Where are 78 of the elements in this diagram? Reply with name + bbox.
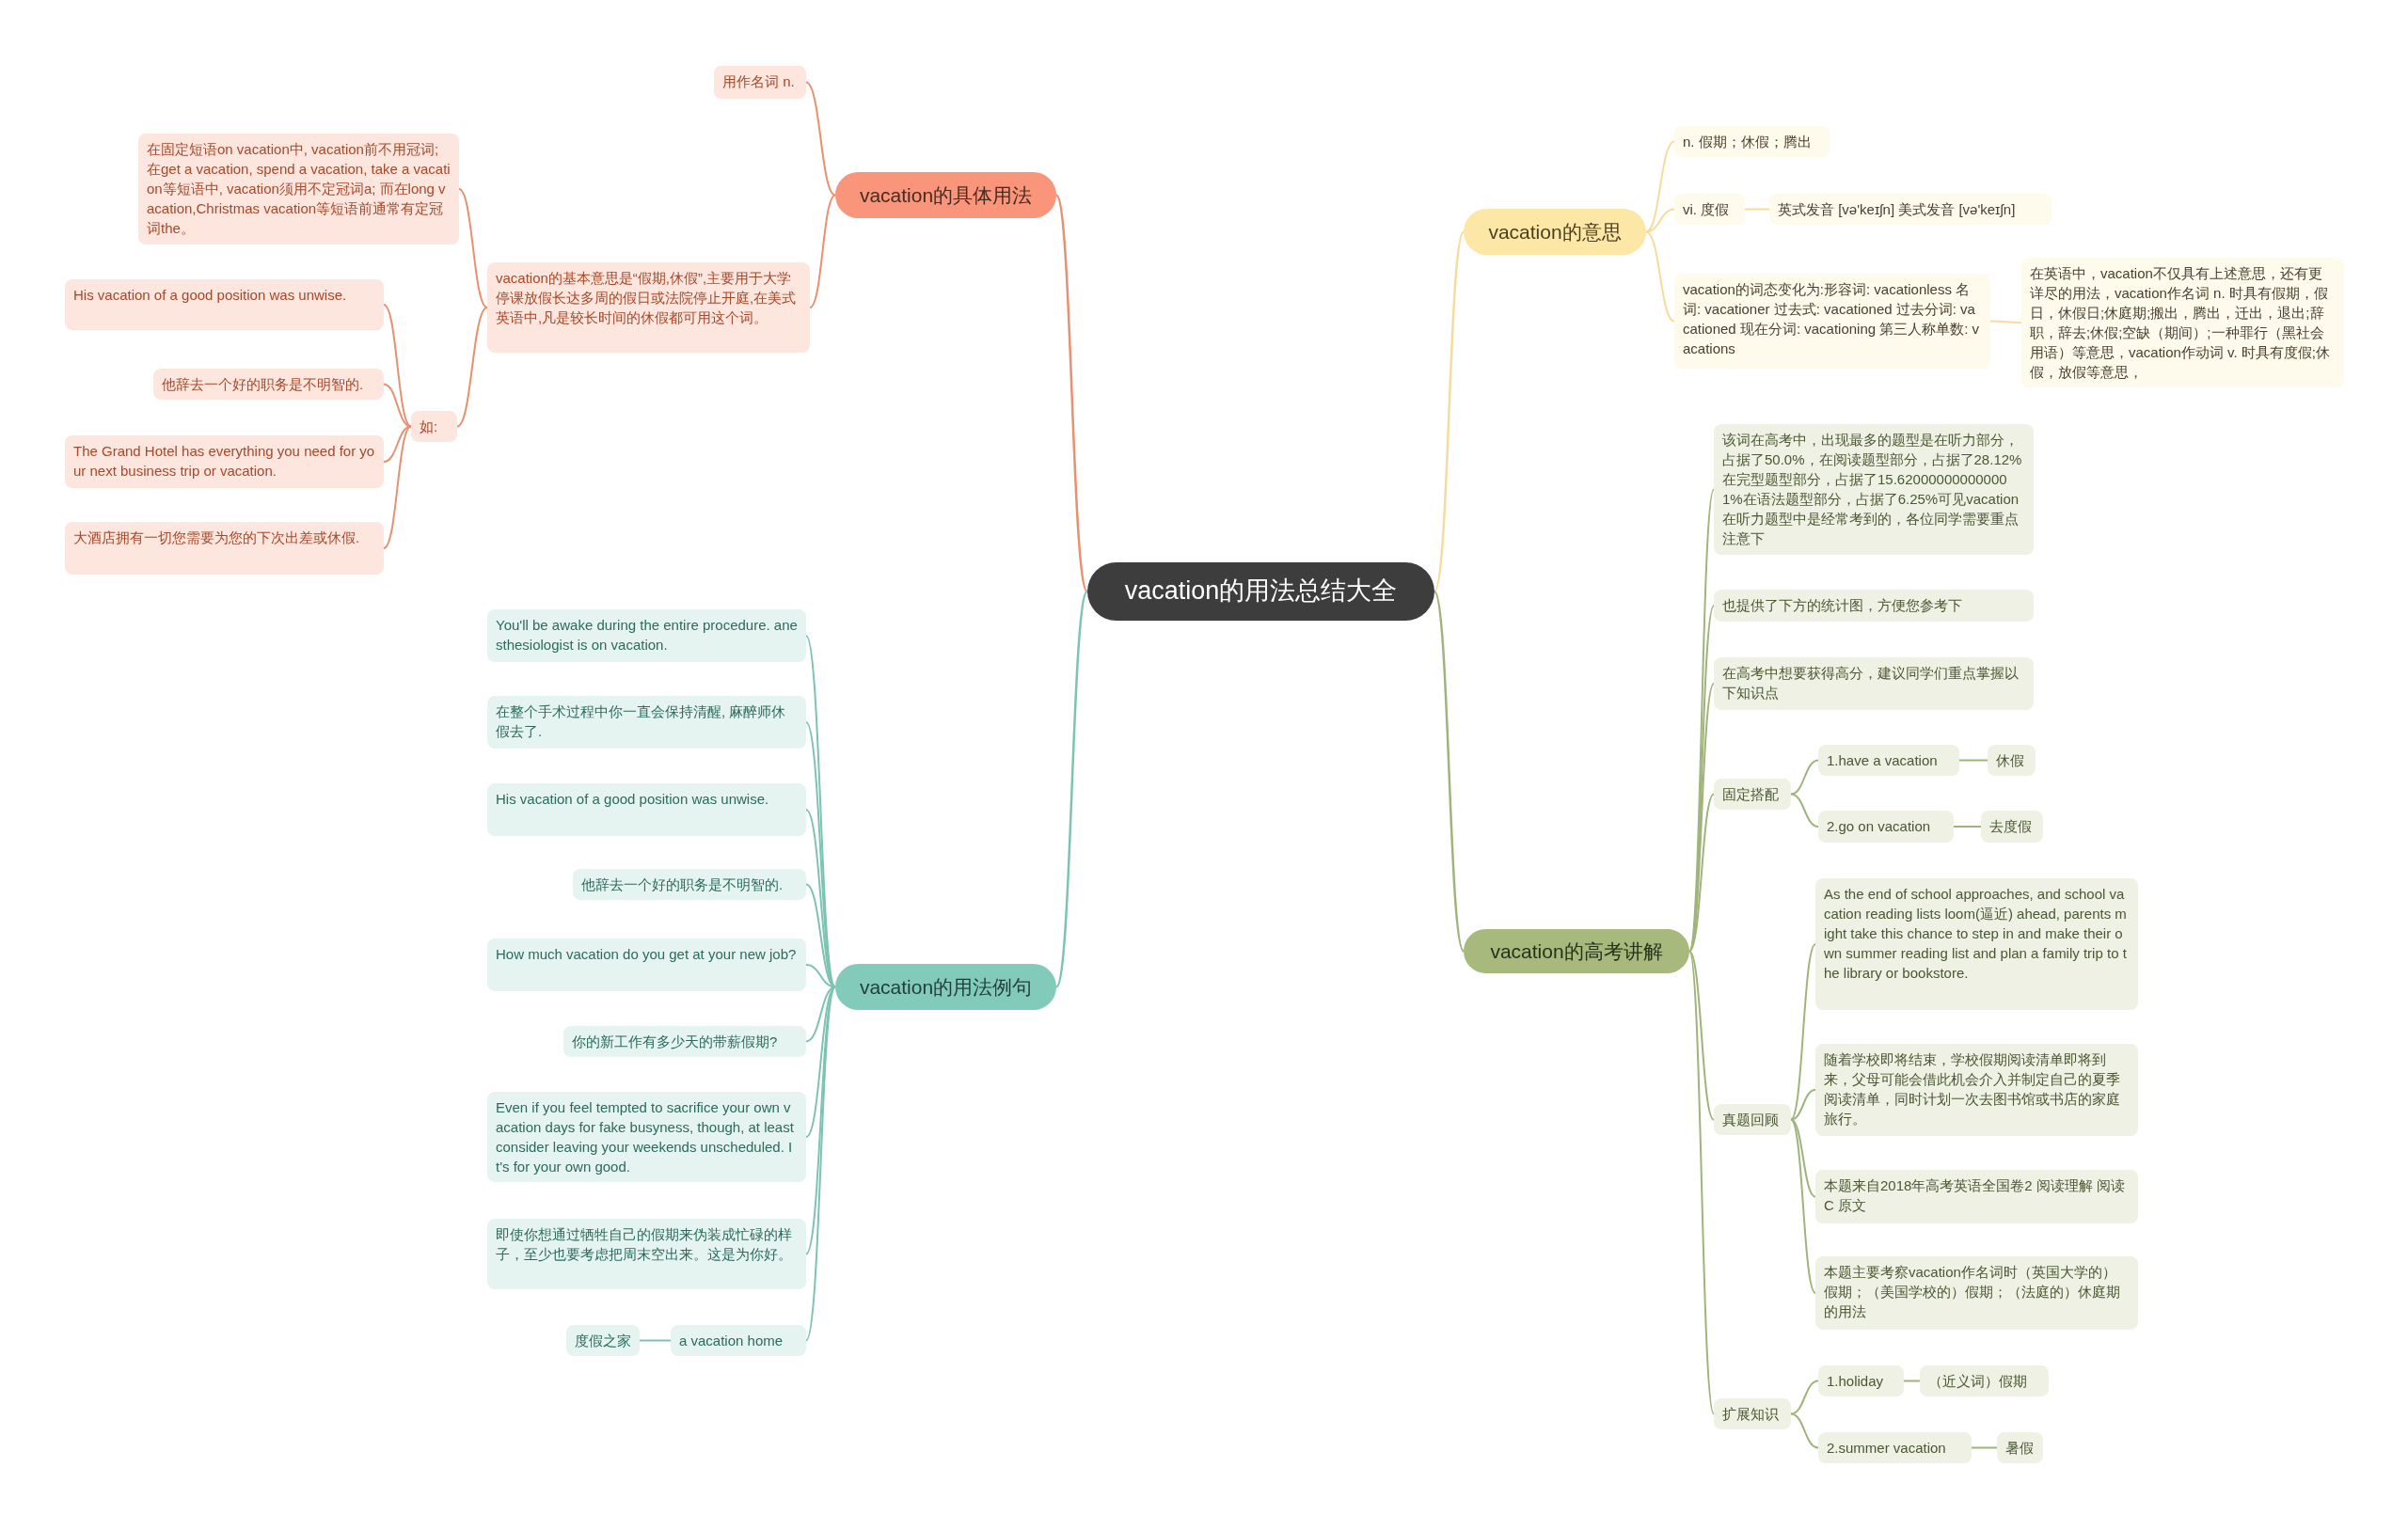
connector-line bbox=[458, 188, 488, 308]
subtopic-box: 在英语中，vacation不仅具有上述意思，还有更详尽的用法，vacation作名词 n. 时具有假期，假日，休假日;休庭期;搬出，腾出，迁出，退出;辞职，辞去;休假;空缺（期间）;一种罪行（黑社会用语）等意思，vacation作动词 v. 时具有度假;休假，放假等意思， bbox=[2021, 258, 2344, 387]
central-topic: vacation的用法总结大全 bbox=[1087, 562, 1434, 621]
connector-line bbox=[1790, 759, 1819, 796]
subtopic-box: 在固定短语on vacation中, vacation前不用冠词; 在get a vacation, spend a vacation, take a vacation等短语中, vacation须用不定冠词a; 而在long vacation,Christmas vacation等短语前通常有定冠词the。 bbox=[138, 134, 459, 244]
connector-line bbox=[1790, 1118, 1816, 1198]
connector-line bbox=[1645, 208, 1675, 233]
connector-line bbox=[639, 1339, 672, 1342]
connector-line bbox=[383, 425, 412, 549]
subtopic-box: 扩展知识 bbox=[1714, 1398, 1791, 1429]
subtopic-box: 本题主要考察vacation作名词时（英国大学的）假期；（美国学校的）假期；（法庭的）休庭期的用法 bbox=[1815, 1256, 2138, 1330]
connector-line bbox=[1433, 230, 1465, 592]
subtopic-box: 去度假 bbox=[1981, 811, 2043, 843]
connector-line bbox=[1989, 320, 2022, 323]
subtopic-box: a vacation home bbox=[671, 1325, 806, 1356]
connector-line bbox=[1054, 591, 1089, 988]
subtopic-box: 他辞去一个好的职务是不明智的. bbox=[573, 869, 806, 900]
subtopic-box: 2.go on vacation bbox=[1818, 811, 1954, 843]
subtopic-box: 在高考中想要获得高分，建议同学们重点掌握以下知识点 bbox=[1714, 657, 2034, 710]
connector-line bbox=[1971, 1446, 1998, 1449]
subtopic-box: 本题来自2018年高考英语全国卷2 阅读理解 阅读C 原文 bbox=[1815, 1170, 2138, 1223]
subtopic-box: （近义词）假期 bbox=[1920, 1365, 2049, 1396]
subtopic-box: n. 假期；休假；腾出 bbox=[1674, 126, 1830, 157]
subtopic-box: 大酒店拥有一切您需要为您的下次出差或休假. bbox=[65, 522, 384, 575]
subtopic-box: vacation的基本意思是“假期,休假”,主要用于大学停课放假长达多周的假日或法院停止开庭,在美式英语中,凡是较长时间的休假都可用这个词。 bbox=[487, 262, 810, 353]
subtopic-box: How much vacation do you get at your new job? bbox=[487, 939, 806, 991]
subtopic-box: 他辞去一个好的职务是不明智的. bbox=[153, 369, 384, 400]
subtopic-box: The Grand Hotel has everything you need for your next business trip or vacation. bbox=[65, 435, 384, 488]
connector-line bbox=[809, 194, 836, 308]
subtopic-box: 休假 bbox=[1988, 745, 2036, 776]
subtopic-box: You'll be awake during the entire procedure. anesthesiologist is on vacation. bbox=[487, 609, 806, 662]
subtopic-box: 2.summer vacation bbox=[1818, 1432, 1972, 1463]
branch-topic: vacation的意思 bbox=[1464, 209, 1646, 255]
connector-line bbox=[1688, 950, 1715, 1121]
subtopic-box: 也提供了下方的统计图，方便您参考下 bbox=[1714, 590, 2034, 622]
branch-topic: vacation的用法例句 bbox=[835, 964, 1056, 1010]
connector-line bbox=[456, 307, 488, 428]
subtopic-box: 在整个手术过程中你一直会保持清醒, 麻醉师休假去了. bbox=[487, 696, 806, 749]
subtopic-box: 你的新工作有多少天的带薪假期? bbox=[563, 1026, 806, 1057]
connector-line bbox=[383, 304, 412, 428]
subtopic-box: His vacation of a good position was unwise. bbox=[487, 783, 806, 836]
subtopic-box: Even if you feel tempted to sacrifice your own vacation days for fake busyness, though, at least consider leaving your weekends unscheduled. It's for your own good. bbox=[487, 1092, 806, 1182]
connector-line bbox=[1054, 194, 1089, 592]
subtopic-box: 1.holiday bbox=[1818, 1365, 1904, 1396]
subtopic-box: 1.have a vacation bbox=[1818, 745, 1959, 776]
connector-line bbox=[1688, 950, 1715, 1415]
subtopic-box: 英式发音 [və'keɪʃn] 美式发音 [və'keɪʃn] bbox=[1769, 194, 2052, 225]
connector-line bbox=[1953, 826, 1982, 828]
connector-line bbox=[1958, 759, 1988, 762]
branch-topic: vacation的具体用法 bbox=[835, 172, 1056, 218]
connector-line bbox=[1645, 230, 1675, 323]
subtopic-box: vacation的词态变化为:形容词: vacationless 名词: vacationer 过去式: vacationed 过去分词: vacationed 现在分词: vacationing 第三人称单数: vacations bbox=[1674, 274, 1990, 369]
connector-line bbox=[1790, 1089, 1816, 1121]
connector-line bbox=[1790, 1412, 1819, 1449]
subtopic-box: 固定搭配 bbox=[1714, 779, 1791, 810]
subtopic-box: 真题回顾 bbox=[1714, 1104, 1791, 1135]
subtopic-box: As the end of school approaches, and school vacation reading lists loom(逼近) ahead, parents might take this chance to step in and make their own summer reading list and plan a family trip to the library or bookstore. bbox=[1815, 878, 2138, 1010]
subtopic-box: 暑假 bbox=[1997, 1432, 2043, 1463]
connector-line bbox=[805, 81, 836, 197]
connector-line bbox=[1790, 1380, 1819, 1415]
connector-line bbox=[1744, 208, 1770, 211]
connector-line bbox=[805, 986, 836, 1342]
connector-line bbox=[1790, 1118, 1816, 1294]
subtopic-box: His vacation of a good position was unwise. bbox=[65, 279, 384, 330]
subtopic-box: 该词在高考中，出现最多的题型是在听力部分，占据了50.0%，在阅读题型部分，占据了28.12%在完型题型部分，占据了15.620000000000001%在语法题型部分，占据了6.25%可见vacation在听力题型中是经常考到的，各位同学需要重点注意下 bbox=[1714, 424, 2034, 555]
connector-line bbox=[1433, 591, 1465, 953]
subtopic-box: 随着学校即将结束，学校假期阅读清单即将到来，父母可能会借此机会介入并制定自己的夏季阅读清单，同时计划一次去图书馆或书店的家庭旅行。 bbox=[1815, 1044, 2138, 1136]
branch-topic: vacation的高考讲解 bbox=[1464, 929, 1689, 973]
connector-line bbox=[1645, 140, 1675, 233]
connector-line bbox=[1790, 793, 1819, 828]
connector-line bbox=[1688, 793, 1715, 953]
subtopic-box: 用作名词 n. bbox=[714, 66, 806, 99]
subtopic-box: 即使你想通过牺牲自己的假期来伪装成忙碌的样子，至少也要考虑把周末空出来。这是为你好。 bbox=[487, 1219, 806, 1289]
connector-line bbox=[1903, 1380, 1921, 1382]
subtopic-box: 度假之家 bbox=[566, 1325, 640, 1356]
subtopic-box: vi. 度假 bbox=[1674, 194, 1745, 225]
subtopic-box: 如: bbox=[411, 411, 457, 442]
connector-line bbox=[1790, 943, 1816, 1121]
